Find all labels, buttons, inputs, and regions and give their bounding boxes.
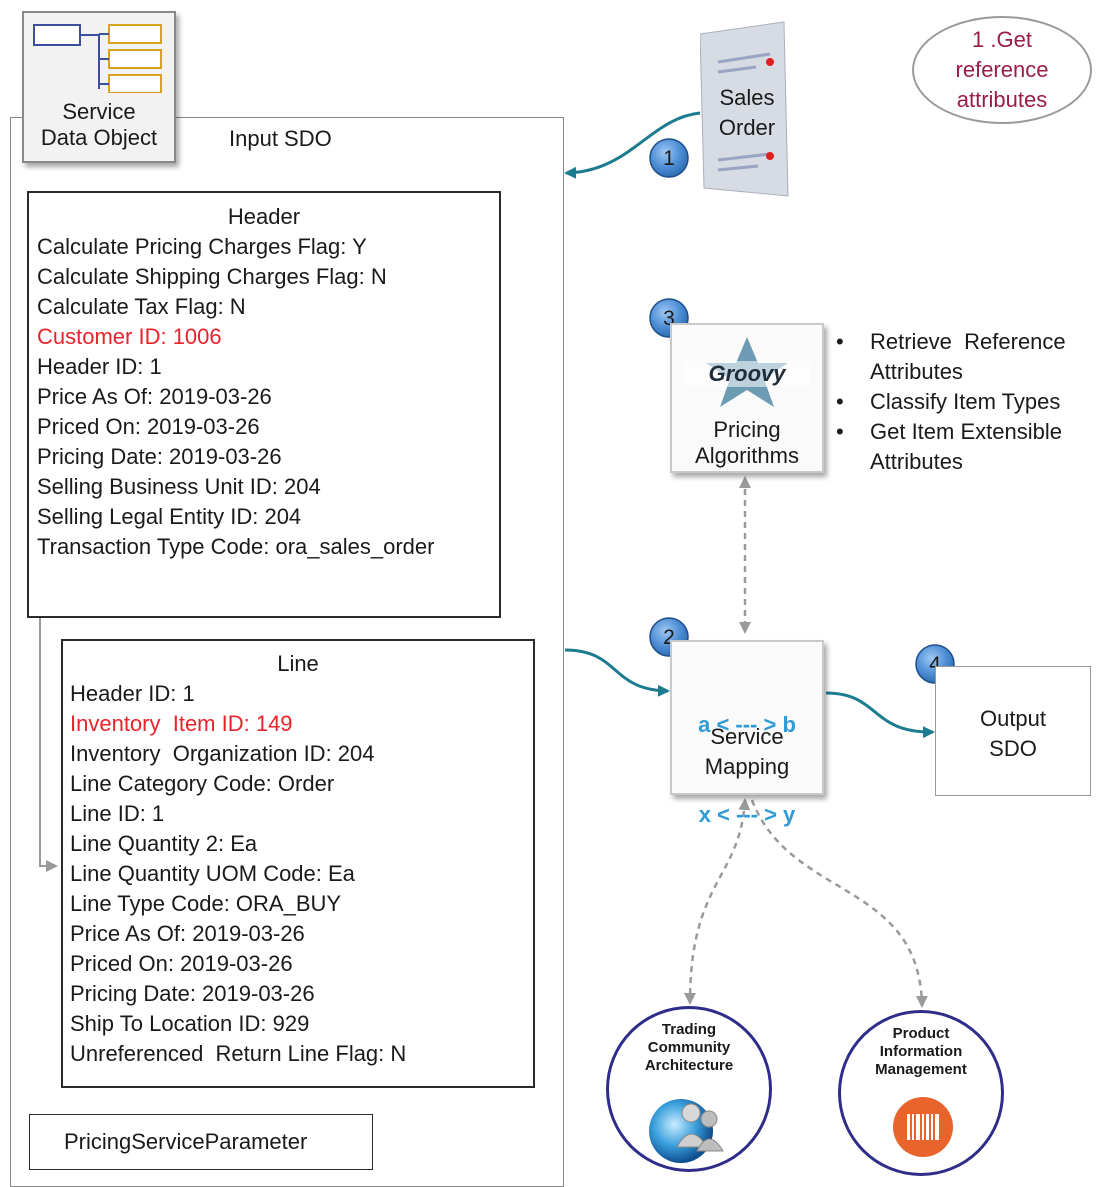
line-field: Ship To Location ID: 929 [70,1011,310,1036]
tree-icon [33,24,162,93]
header-field: Calculate Shipping Charges Flag: N [37,264,387,289]
sdo-label-line1: Service [62,99,136,124]
trading-community-architecture: Trading Community Architecture [606,1006,772,1172]
groovy-logo-text: Groovy [708,361,787,386]
service-mapping-line1: Service [710,724,784,749]
pricing-service-parameter-box: PricingServiceParameter [29,1114,373,1170]
line-box: Line Header ID: 1 Inventory Item ID: 149… [61,639,535,1088]
header-field: Pricing Date: 2019-03-26 [37,444,282,469]
bullet-get-item-extensible-cont: Attributes [870,449,963,474]
step-3-number: 3 [663,307,675,330]
get-reference-attributes-callout: 1 .Get reference attributes [912,16,1092,124]
header-field: Priced On: 2019-03-26 [37,414,260,439]
output-sdo-line1: Output [979,706,1047,731]
line-field: Inventory Organization ID: 204 [70,741,375,766]
line-field: Line Category Code: Order [70,771,335,796]
sales-order-line1: Sales [719,85,775,110]
input-sdo-title: Input SDO [229,126,332,151]
pim-line2: Information [879,1043,963,1060]
service-data-object-icon: Service Data Object [22,11,176,163]
tca-line3: Architecture [644,1057,734,1074]
sdo-label-line2: Data Object [40,125,158,150]
callout-line2: reference [955,57,1049,82]
pricing-algorithms-bullets: Retrieve Reference Attributes Classify I… [836,327,1066,477]
pricing-algorithms-line1: Pricing [713,417,781,442]
pricing-service-parameter-label: PricingServiceParameter [64,1129,308,1154]
header-field: Calculate Pricing Charges Flag: Y [37,234,367,259]
step-1-number: 1 [663,147,675,170]
line-field: Line Quantity 2: Ea [70,831,258,856]
header-field: Selling Business Unit ID: 204 [37,474,321,499]
dashed-mapping-pim [750,799,928,1008]
header-field-customer-id: Customer ID: 1006 [37,324,222,349]
header-field: Selling Legal Entity ID: 204 [37,504,302,529]
header-field: Price As Of: 2019-03-26 [37,384,272,409]
line-field: Line Type Code: ORA_BUY [70,891,342,916]
output-sdo-line2: SDO [989,736,1037,761]
callout-line3: attributes [956,87,1048,112]
arrow-mapping-to-output [825,691,935,739]
line-title: Line [277,651,319,676]
line-field: Price As Of: 2019-03-26 [70,921,305,946]
arrow-salesorder-to-input [564,111,701,179]
line-field: Line Quantity UOM Code: Ea [70,861,355,886]
sales-order-document: Sales Order [699,20,790,198]
pricing-algorithms-box: Groovy Pricing Algorithms [670,323,824,473]
callout-line1: 1 .Get [972,27,1032,52]
step-2-number: 2 [663,626,675,649]
dashed-mapping-tca [684,798,751,1005]
output-sdo-box: Output SDO [935,666,1091,796]
line-field: Unreferenced Return Line Flag: N [70,1041,407,1066]
bullet-get-item-extensible: Get Item Extensible [836,417,1066,447]
service-mapping-box: a < --- > b x < --- > y Service Mapping [670,640,824,827]
header-box: Header Calculate Pricing Charges Flag: Y… [27,191,501,618]
line-field: Priced On: 2019-03-26 [70,951,293,976]
step-1-badge: 1 [649,138,689,178]
pim-line3: Management [875,1061,967,1078]
pim-line1: Product [892,1025,950,1042]
pricing-algorithms-line2: Algorithms [695,443,799,468]
line-field: Line ID: 1 [70,801,165,826]
header-title: Header [227,204,301,229]
product-information-management: Product Information Management [838,1010,1004,1176]
bullet-retrieve-reference: Retrieve Reference [836,327,1066,357]
line-fields: Header ID: 1 Inventory Item ID: 149 Inve… [70,679,406,1069]
groovy-logo-icon: Groovy [684,337,810,407]
mapping-x-y: x < --- > y [698,802,796,827]
line-field: Pricing Date: 2019-03-26 [70,981,315,1006]
line-field: Header ID: 1 [70,681,195,706]
sales-order-doc-icon [699,21,789,197]
connector-header-to-line [39,617,58,872]
header-field: Calculate Tax Flag: N [37,294,246,319]
tca-line1: Trading [661,1021,717,1038]
bullet-retrieve-reference-cont: Attributes [870,359,963,384]
barcode-icon [893,1097,953,1157]
header-field: Header ID: 1 [37,354,162,379]
mapping-a-b: a < --- > b [698,712,796,737]
globe-people-icon [649,1099,724,1163]
line-field-inventory-item-id: Inventory Item ID: 149 [70,711,293,736]
tca-line2: Community [647,1039,731,1056]
header-field: Transaction Type Code: ora_sales_order [37,534,435,559]
arrow-input-to-mapping [564,648,670,697]
bullet-classify-item-types: Classify Item Types [836,387,1066,417]
sales-order-line2: Order [718,115,776,140]
service-mapping-line2: Mapping [704,754,790,779]
header-fields: Calculate Pricing Charges Flag: Y Calcul… [37,232,434,562]
